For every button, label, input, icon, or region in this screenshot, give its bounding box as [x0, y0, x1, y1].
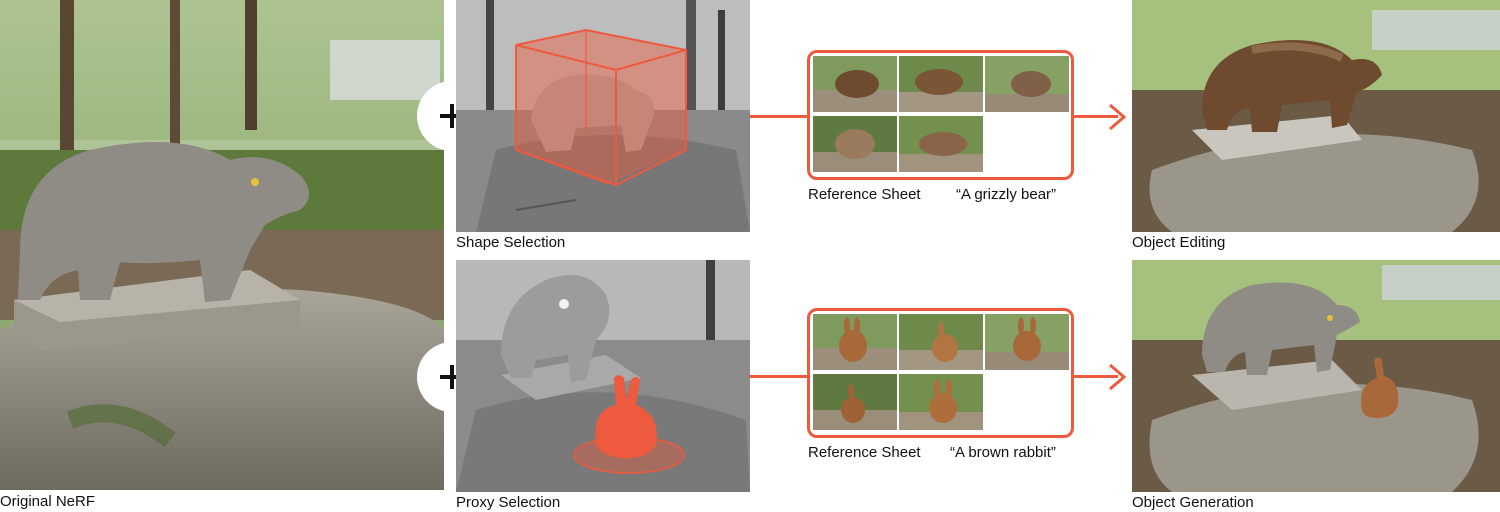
reference-image	[899, 314, 983, 370]
original-nerf-image	[0, 0, 444, 490]
arrow-right-icon	[1106, 363, 1128, 391]
reference-image	[985, 314, 1069, 370]
arrow-right-icon	[1106, 103, 1128, 131]
text-prompt: “A brown rabbit”	[950, 444, 1056, 461]
reference-image	[899, 374, 983, 430]
object-generation-image	[1132, 260, 1500, 492]
shape-selection-image	[456, 0, 750, 232]
reference-image	[813, 56, 897, 112]
shape-selection-caption: Shape Selection	[456, 234, 566, 251]
reference-sheet-bear	[807, 50, 1074, 180]
reference-image	[813, 314, 897, 370]
arrow-line-left	[750, 115, 808, 118]
reference-sheet-rabbit	[807, 308, 1074, 438]
arrow-line-left	[750, 375, 808, 378]
object-editing-image	[1132, 0, 1500, 232]
proxy-selection-caption: Proxy Selection	[456, 494, 561, 511]
sheet-label: Reference Sheet	[808, 444, 921, 461]
text-prompt: “A grizzly bear”	[956, 186, 1057, 203]
object-editing-caption: Object Editing	[1132, 234, 1226, 251]
reference-image	[813, 374, 897, 430]
sheet-label: Reference Sheet	[808, 186, 921, 203]
proxy-selection-image	[456, 260, 750, 492]
arrow-line-right	[1073, 375, 1118, 378]
reference-image	[899, 56, 983, 112]
reference-image	[899, 116, 983, 172]
reference-image	[813, 116, 897, 172]
original-nerf-caption: Original NeRF	[0, 493, 96, 510]
reference-image	[985, 56, 1069, 112]
arrow-line-right	[1073, 115, 1118, 118]
object-generation-caption: Object Generation	[1132, 494, 1254, 511]
